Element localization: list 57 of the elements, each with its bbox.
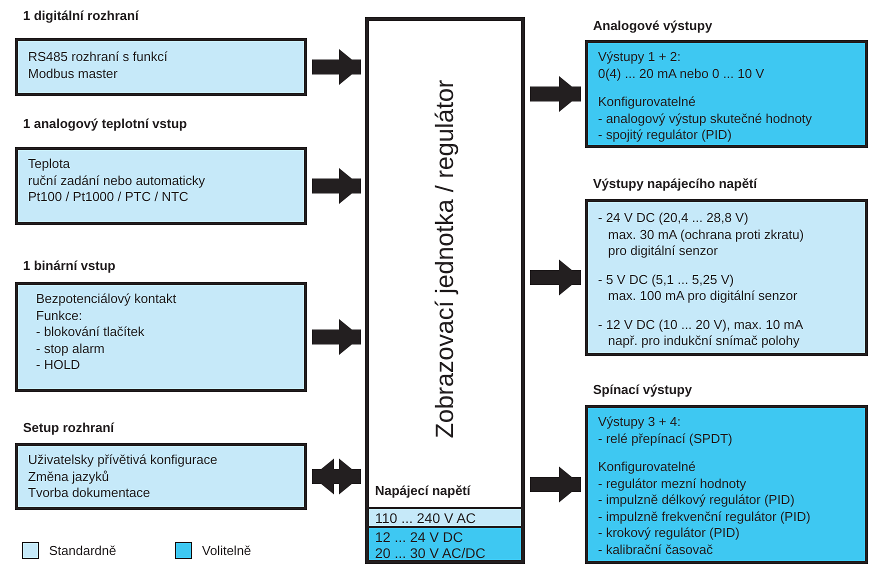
feature-text: - kalibrační časovač (598, 542, 714, 558)
feature-text: - relé přepínací (SPDT) (598, 430, 734, 447)
section-heading: Analogové výstupy (592, 18, 714, 33)
feature-text: Výstupy 1 + 2: (598, 49, 682, 66)
section-heading: 1 analogový teplotní vstup (22, 116, 188, 131)
controller-unit-box (365, 17, 525, 564)
feature-text: Tvorba dokumentace (28, 485, 152, 502)
section-heading: Napájecí napětí (375, 483, 470, 498)
supply-voltage-text: 110 ... 240 V AC (375, 510, 477, 526)
legend-label: Standardně (49, 543, 116, 558)
feature-text: - impulzně frekvenční regulátor (PID) (598, 508, 812, 525)
legend-label: Volitelně (202, 543, 252, 558)
feature-text: - analogový výstup skutečné hodnoty (598, 110, 813, 127)
feature-text: Uživatelsky přívětivá konfigurace (28, 452, 218, 468)
feature-text: - krokový regulátor (PID) (598, 525, 741, 542)
feature-text: Teplota (28, 156, 71, 172)
block-arrow (312, 319, 361, 355)
section-heading: 1 digitální rozhraní (22, 8, 140, 23)
feature-text: Funkce: (36, 308, 84, 324)
section-heading: Výstupy napájecího napětí (592, 176, 758, 191)
feature-text: pro digitální senzor (607, 243, 719, 260)
feature-text: - 24 V DC (20,4 ... 28,8 V) (598, 210, 750, 226)
feature-text: - 12 V DC (10 ... 20 V), max. 10 mA (598, 316, 804, 333)
feature-text: max. 100 mA pro digitální senzor (607, 288, 798, 304)
block-arrow (530, 260, 581, 296)
feature-text: Modbus master (28, 66, 119, 82)
block-arrow (312, 168, 361, 204)
feature-text: Změna jazyků (28, 468, 110, 485)
feature-text: - HOLD (36, 357, 82, 374)
feature-text: - 5 V DC (5,1 ... 5,25 V) (598, 272, 735, 288)
feature-text: RS485 rozhraní s funkcí (28, 49, 168, 66)
supply-option-band (369, 526, 521, 560)
feature-text: - stop alarm (36, 340, 106, 357)
block-arrow (530, 76, 581, 112)
feature-text: Konfigurovatelné (598, 94, 697, 110)
feature-text: max. 30 mA (ochrana proti zkratu) (607, 226, 805, 243)
unit-title: Zobrazovací jednotka / regulátor (430, 78, 460, 440)
feature-text: - impulzně délkový regulátor (PID) (598, 492, 796, 508)
feature-text: 0(4) ... 20 mA nebo 0 ... 10 V (598, 66, 766, 82)
section-heading: 1 binární vstup (22, 258, 116, 273)
supply-voltage-text: 20 ... 30 V AC/DC (375, 545, 486, 561)
block-arrow (312, 49, 361, 85)
feature-text: Výstupy 3 + 4: (598, 414, 682, 430)
block-arrow (530, 466, 581, 502)
feature-text: ruční zadání nebo automaticky (28, 172, 206, 189)
feature-text: např. pro indukční snímač polohy (607, 333, 800, 350)
feature-text: - spojitý regulátor (PID) (598, 127, 733, 144)
section-heading: Setup rozhraní (22, 420, 116, 435)
supply-option-band (369, 507, 521, 526)
block-arrow (312, 458, 361, 494)
feature-text: - blokování tlačítek (36, 324, 146, 340)
feature-text: Pt100 / Pt1000 / PTC / NTC (28, 189, 190, 206)
feature-text: Bezpotenciálový kontakt (36, 291, 178, 308)
feature-text: Konfigurovatelné (598, 459, 697, 476)
feature-text: - regulátor mezní hodnoty (598, 476, 748, 492)
section-heading: Spínací výstupy (592, 382, 693, 397)
supply-voltage-text: 12 ... 24 V DC (375, 529, 464, 545)
